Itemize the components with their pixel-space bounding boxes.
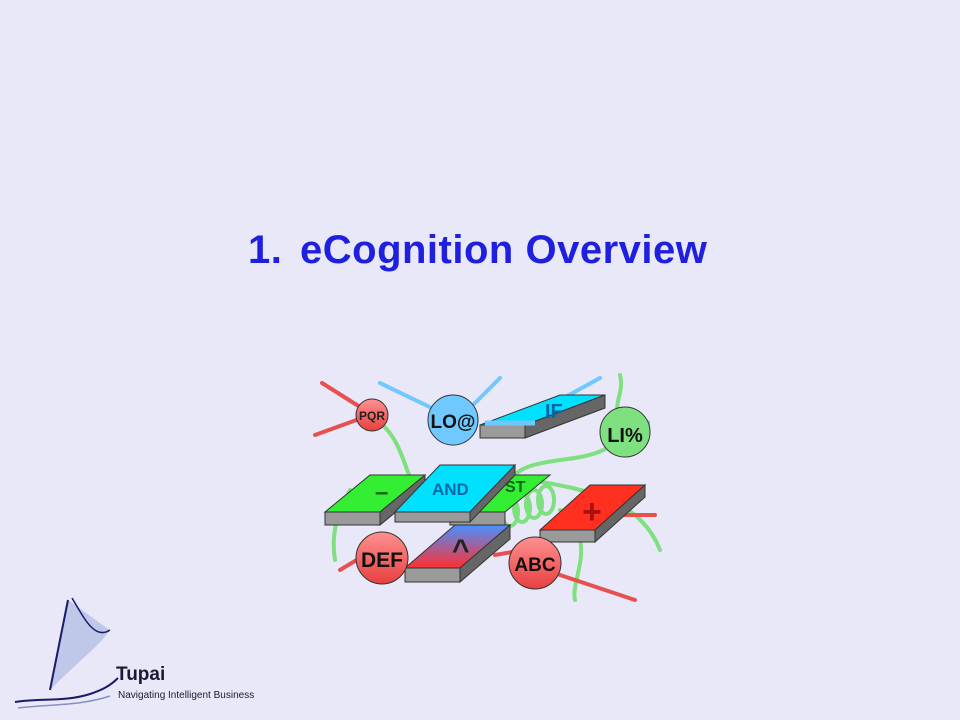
- green-block-left: –: [323, 473, 427, 527]
- logic-network-illustration: IF – ST AND +: [313, 373, 662, 602]
- brand-tagline: Navigating Intelligent Business: [118, 690, 255, 701]
- lo-node: LO@: [427, 394, 479, 446]
- svg-text:LI%: LI%: [607, 425, 643, 447]
- slide-title: 1. eCognition Overview: [248, 228, 707, 273]
- title-text: eCognition Overview: [300, 228, 708, 272]
- svg-text:–: –: [375, 479, 388, 506]
- svg-text:^: ^: [452, 534, 470, 567]
- svg-text:PQR: PQR: [359, 409, 385, 423]
- svg-text:DEF: DEF: [361, 549, 403, 572]
- svg-text:AND: AND: [432, 480, 469, 499]
- caret-block: ^: [403, 523, 512, 584]
- svg-text:LO@: LO@: [431, 412, 476, 433]
- and-block: AND: [393, 463, 517, 524]
- abc-node: ABC: [508, 536, 562, 590]
- tupai-logo-icon: [14, 597, 119, 709]
- if-block: IF: [479, 394, 606, 439]
- brand-name: Tupai: [116, 664, 166, 685]
- title-number: 1.: [248, 228, 283, 272]
- def-node: DEF: [355, 531, 409, 585]
- li-node: LI%: [599, 406, 651, 458]
- pqr-node: PQR: [355, 398, 389, 432]
- svg-text:+: +: [582, 493, 602, 531]
- plus-block: +: [538, 483, 647, 544]
- svg-text:ST: ST: [505, 479, 526, 496]
- svg-text:ABC: ABC: [514, 555, 555, 576]
- svg-text:IF: IF: [545, 401, 563, 423]
